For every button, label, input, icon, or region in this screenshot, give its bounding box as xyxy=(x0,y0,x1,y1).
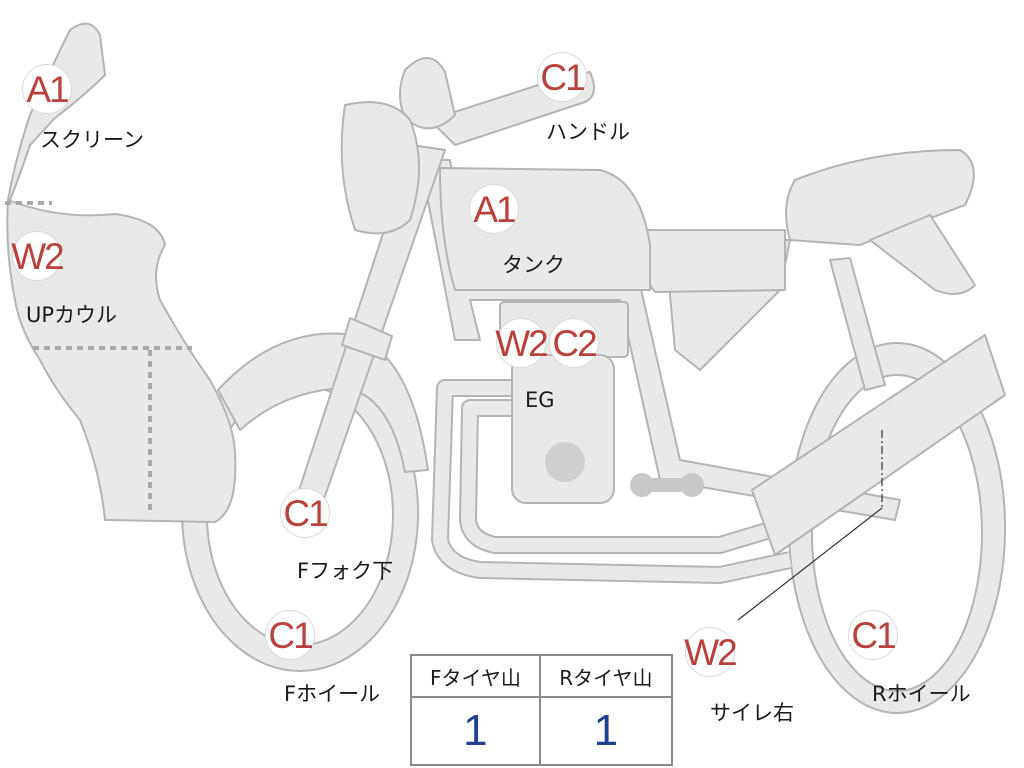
part-label-muffler-right: サイレ右 xyxy=(710,701,794,725)
exhaust-pipe-1-inner xyxy=(433,381,792,582)
tire-table-header-row: Fタイヤ山 Rタイヤ山 xyxy=(410,654,674,698)
front-tire-value: 1 xyxy=(410,696,541,766)
part-label-front-fork-lower: Fフォク下 xyxy=(297,559,394,583)
part-label-handle: ハンドル xyxy=(546,120,630,144)
pivot-right xyxy=(680,473,704,497)
headlight xyxy=(340,101,420,235)
part-label-front-wheel: Fホイール xyxy=(284,682,381,706)
front-fender xyxy=(217,332,429,473)
seat-front xyxy=(639,229,786,293)
rear-shock xyxy=(829,257,886,391)
tire-tread-table: Fタイヤ山 Rタイヤ山 1 1 xyxy=(410,654,674,766)
grade-badge-tank: A1 xyxy=(469,184,519,234)
grade-badge-front-fork-lower: C1 xyxy=(280,488,330,538)
part-label-engine: EG xyxy=(525,388,555,412)
grade-badge-up-cowl: W2 xyxy=(11,231,65,281)
fork-boot xyxy=(341,317,393,361)
pivot-left xyxy=(630,473,654,497)
rear-tire-value: 1 xyxy=(538,696,674,766)
grade-badge-front-wheel: C1 xyxy=(265,610,315,660)
muffler xyxy=(751,334,1006,556)
front-tire-header: Fタイヤ山 xyxy=(410,654,541,698)
grade-badge-engine-1: W2 xyxy=(495,318,549,368)
mirror xyxy=(399,57,456,130)
tire-table-value-row: 1 1 xyxy=(410,696,674,766)
grade-badge-engine-2: C2 xyxy=(549,318,599,368)
rear-tire-header: Rタイヤ山 xyxy=(538,654,674,698)
exhaust-pipe-2-inner xyxy=(461,401,773,552)
grade-badge-handle: C1 xyxy=(537,52,587,102)
part-label-screen: スクリーン xyxy=(40,128,144,152)
seat-cowl xyxy=(869,214,976,295)
part-label-tank: タンク xyxy=(502,253,565,277)
grade-badge-rear-wheel: C1 xyxy=(848,610,898,660)
part-label-rear-wheel: Rホイール xyxy=(872,682,971,706)
leader-line-diagonal xyxy=(737,507,883,621)
grade-badge-screen: A1 xyxy=(22,64,72,114)
grade-badge-muffler-right: W2 xyxy=(684,627,738,677)
upper-cowl xyxy=(6,199,237,523)
part-label-up-cowl: UPカウル xyxy=(26,303,118,327)
engine-cover xyxy=(545,442,585,482)
seat xyxy=(785,149,975,246)
